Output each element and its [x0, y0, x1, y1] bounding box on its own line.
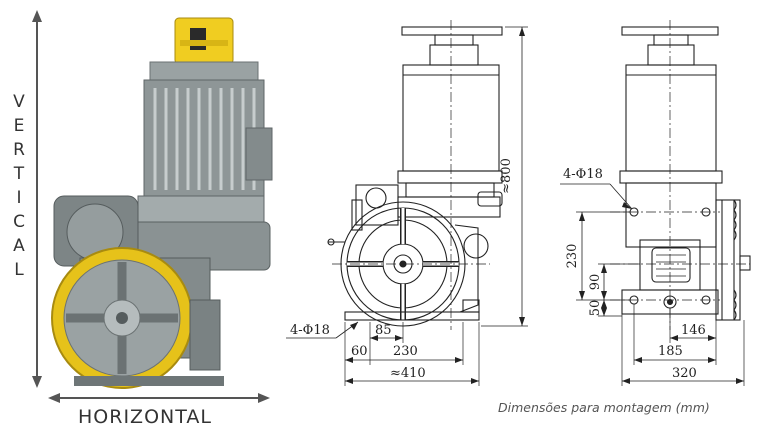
vertical-letter-5: C [13, 212, 25, 232]
front-dim-85: 85 [375, 323, 392, 338]
front-dim-60: 60 [351, 344, 368, 359]
front-hole-callout: 4-Φ18 [290, 323, 330, 338]
side-dim-50: 50 [588, 300, 603, 317]
side-dim-185: 185 [658, 344, 683, 359]
front-height-dim: ≈800 [499, 158, 514, 194]
vertical-letter-2: R [13, 140, 25, 160]
vertical-letter-4: I [16, 188, 22, 208]
front-dim-arrows [345, 27, 525, 384]
front-dim-230: 230 [393, 344, 418, 359]
traction-machine-photo [51, 17, 273, 389]
side-dim-320: 320 [672, 366, 697, 381]
front-top-plate [401, 26, 503, 36]
side-view-drawing [560, 20, 751, 386]
front-base-plate [344, 311, 480, 321]
vertical-letter-1: E [13, 116, 25, 136]
vertical-letter-0: V [13, 92, 25, 112]
vertical-letter-6: A [13, 236, 25, 256]
horizontal-label: HORIZONTAL [78, 406, 212, 428]
side-dim-90: 90 [588, 274, 603, 291]
vertical-arrow [32, 10, 42, 388]
front-view-drawing [286, 20, 528, 386]
front-dim-410: ≈410 [390, 366, 426, 381]
side-motor-body [625, 64, 717, 172]
vertical-letter-3: T [13, 164, 25, 184]
side-sheave [715, 199, 741, 321]
side-dim-230: 230 [565, 244, 580, 269]
side-dim-arrows [579, 202, 744, 384]
vertical-label: V E R T I C A L [8, 92, 30, 280]
side-hole-callout: 4-Φ18 [563, 167, 603, 182]
vertical-letter-7: L [14, 260, 24, 280]
caption: Dimensões para montagem (mm) [498, 400, 710, 415]
side-dim-146: 146 [681, 323, 706, 338]
horizontal-arrow [48, 393, 270, 403]
